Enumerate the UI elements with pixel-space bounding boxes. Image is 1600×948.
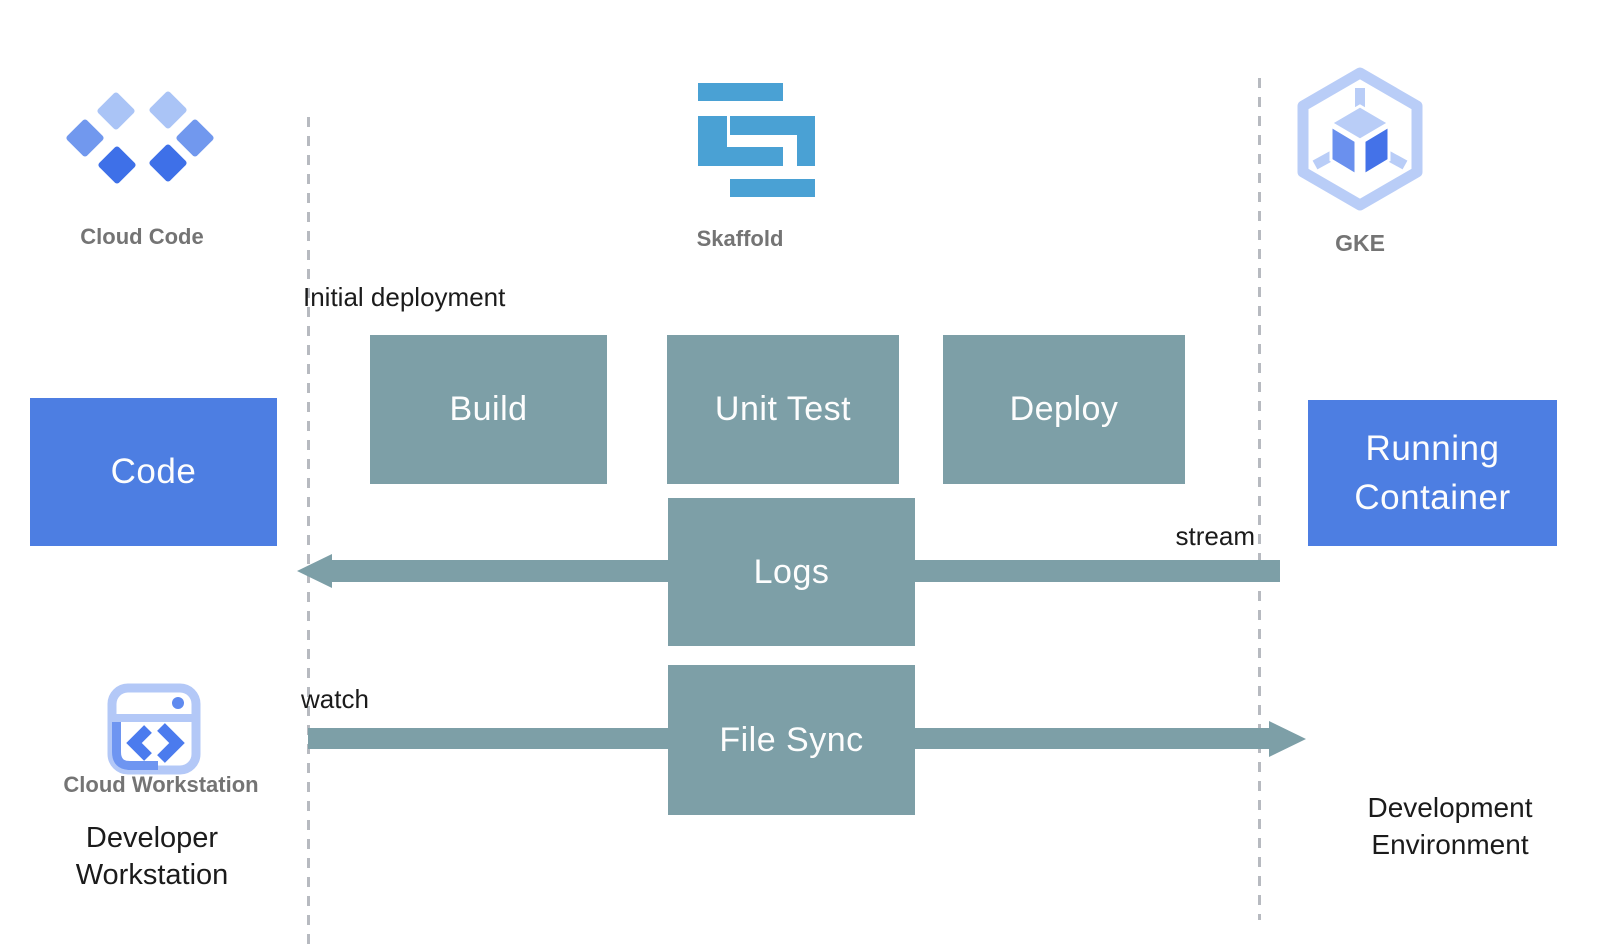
right-lane-separator: [1258, 78, 1261, 920]
watch-annotation: watch: [301, 684, 369, 714]
build-node: Build: [370, 335, 607, 484]
deploy-node: Deploy: [943, 335, 1185, 484]
logs-stream-arrowhead-icon: [297, 554, 332, 588]
cloud-code-icon: [66, 91, 214, 184]
gke-label: GKE: [1335, 230, 1385, 256]
code-node: Code: [30, 398, 277, 546]
running-container-node: Running Container: [1308, 400, 1557, 546]
developer-workstation-caption: Developer Workstation: [75, 822, 229, 891]
initial-deployment-annotation: Initial deployment: [303, 282, 506, 312]
skaffold-icon: [698, 83, 815, 197]
cloud-workstation-label: Cloud Workstation: [63, 772, 259, 797]
logs-node: Logs: [668, 498, 915, 646]
file-sync-node: File Sync: [668, 665, 915, 815]
unit-test-node: Unit Test: [667, 335, 899, 484]
stream-annotation: stream: [1175, 521, 1255, 551]
development-environment-caption: Development Environment: [1367, 792, 1533, 860]
cloud-code-label: Cloud Code: [80, 224, 204, 249]
gke-icon: [1297, 67, 1423, 211]
cloud-workstation-icon: [107, 683, 201, 775]
skaffold-label: Skaffold: [696, 226, 784, 251]
left-lane-separator: [307, 117, 310, 945]
file-sync-watch-arrowhead-icon: [1269, 721, 1306, 757]
